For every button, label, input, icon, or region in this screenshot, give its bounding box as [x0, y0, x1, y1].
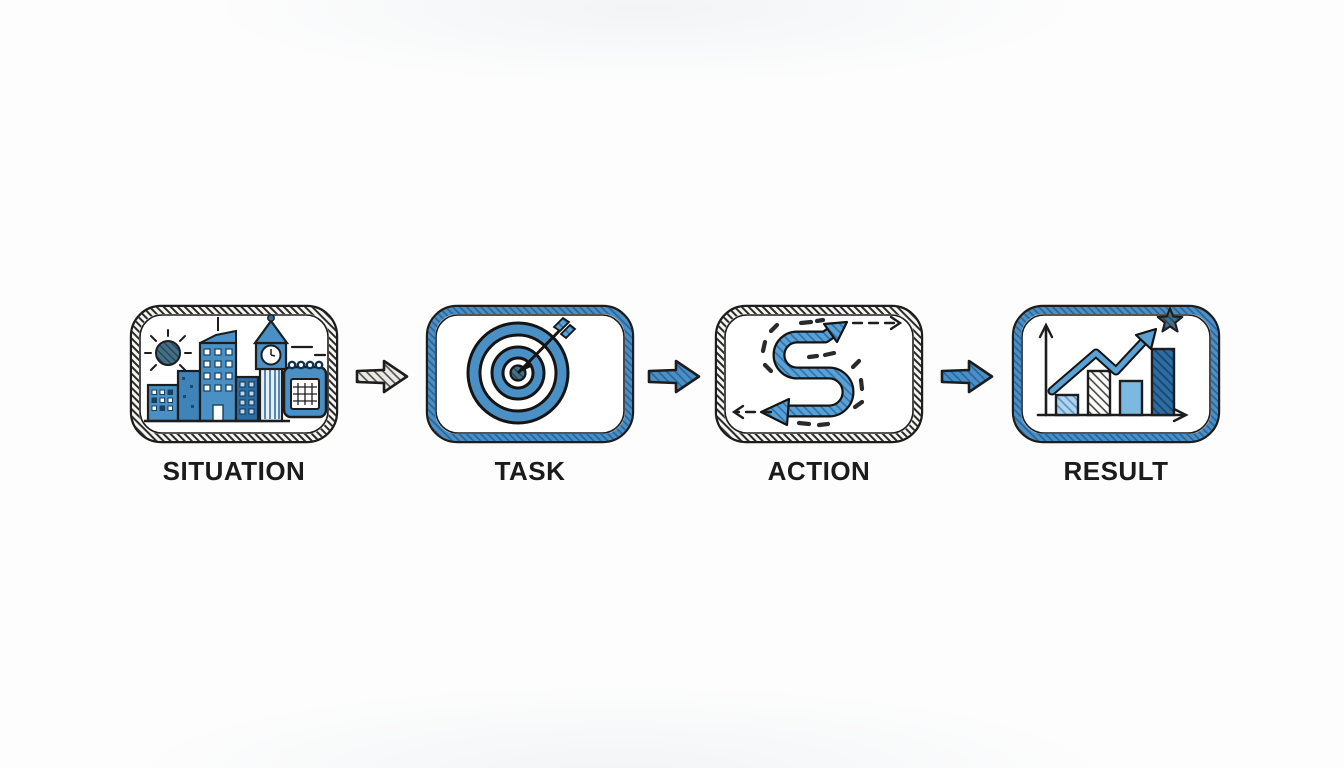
winding-path-icon [731, 315, 903, 428]
path-arrowhead-left [759, 397, 791, 427]
trend-arrow-icon [1047, 327, 1158, 396]
path-arrowhead-up [822, 320, 849, 344]
star-icon [1156, 307, 1184, 333]
path-trail-dashes [760, 317, 865, 428]
step-task: TASK [424, 303, 636, 487]
right-arrow-icon-2 [647, 359, 701, 394]
sun-icon [144, 329, 192, 371]
bar-4 [1150, 347, 1176, 417]
clock-tower-icon [252, 314, 290, 423]
bar-3 [1118, 379, 1144, 417]
buildings-icon [146, 317, 260, 423]
cityscape-icon [144, 314, 328, 423]
bar-chart-icon [1036, 307, 1189, 423]
task-box [425, 304, 635, 444]
bar-1 [1054, 393, 1080, 417]
step-label-task: TASK [494, 456, 566, 486]
bar-2 [1086, 369, 1112, 417]
action-box [714, 304, 924, 444]
dashed-arrow-right [851, 315, 903, 331]
target-icon [466, 316, 577, 425]
calendar-icon [282, 360, 328, 419]
step-label-result: RESULT [1063, 456, 1169, 486]
dashed-arrow-left [731, 404, 773, 420]
step-action: ACTION [713, 303, 925, 487]
situation-box [129, 304, 339, 444]
dart-arrow-icon [517, 316, 577, 374]
step-label-action: ACTION [767, 456, 871, 486]
right-arrow-icon-1 [355, 359, 409, 394]
result-box [1011, 304, 1221, 444]
sky-dashes [290, 345, 327, 357]
right-arrow-icon-3 [940, 359, 994, 394]
step-label-situation: SITUATION [162, 456, 306, 486]
step-situation: SITUATION [128, 303, 340, 487]
step-result: RESULT [1010, 303, 1222, 487]
